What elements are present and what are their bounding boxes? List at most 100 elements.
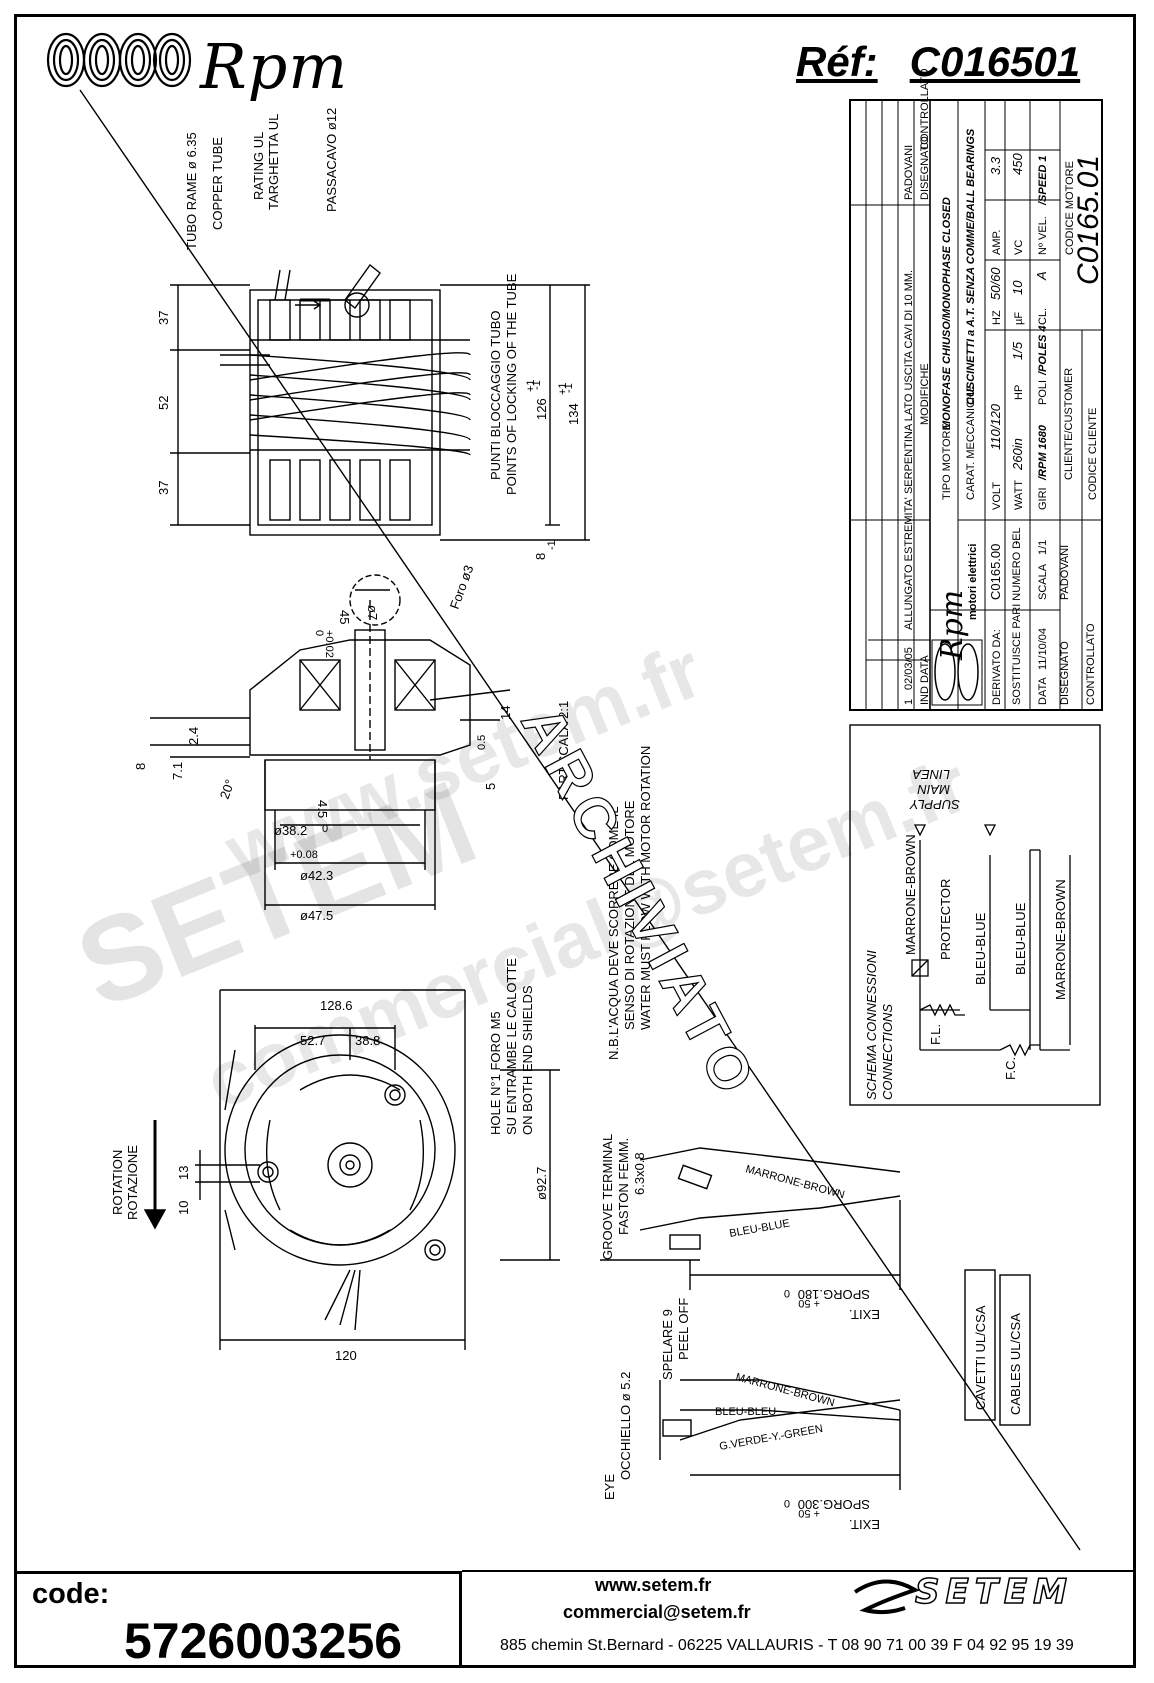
brand-name: Rpm [200, 30, 349, 103]
hz: 50/60 [988, 267, 1003, 300]
volt: 110/120 [988, 403, 1003, 450]
copper-tube-en-label: COPPER TUBE [210, 137, 225, 230]
dim-126: 126 [534, 398, 549, 420]
dim-382: ø38.2 [274, 823, 307, 838]
rev-modifiche-header: MODIFICHE [919, 363, 931, 425]
hole-label-2: SU ENTRAMBE LE CALOTTE [504, 958, 519, 1135]
rev-disegnato-header: DISEGNATO [919, 136, 931, 200]
motor-side-view [170, 263, 590, 541]
faston-wires [600, 1147, 901, 1490]
eye-2: OCCHIELLO ø 5.2 [618, 1372, 633, 1480]
giri-label: GIRI [1037, 487, 1049, 510]
dim-126-tol-b: -1 [531, 380, 543, 390]
rotazione-label: ROTAZIONE [125, 1145, 140, 1220]
page-frame [14, 14, 1136, 1668]
schema-linea: LINEA [912, 767, 950, 782]
reference-label: Réf: [796, 38, 878, 85]
footer-email[interactable]: commercial@setem.fr [563, 1602, 751, 1622]
schema-main: MAIN [917, 782, 950, 797]
eye-bleu: BLEU-BLEU [715, 1406, 776, 1418]
hp: 1/5 [1010, 341, 1025, 360]
cavetti-label: CAVETTI UL/CSA [973, 1305, 988, 1410]
dim-126-tol-a: +1 [525, 379, 537, 392]
rev1-text: ALLUNGATO ESTREMITA' SERPENTINA LATO USC… [903, 270, 915, 630]
hp-label: HP [1013, 385, 1025, 400]
cancel-diagonal-line [79, 89, 1081, 1551]
footer-address: 885 chemin St.Bernard - 06225 VALLAURIS … [500, 1637, 1074, 1654]
dim-423: ø42.3 [300, 868, 333, 883]
dim-37b: 37 [156, 481, 171, 495]
motor-front-view [143, 989, 560, 1350]
code-label: code: [32, 1578, 110, 1610]
poli-label: POLI [1037, 380, 1049, 405]
dim-45: 45 [337, 610, 352, 624]
faston-bleu: BLEU-BLUE [728, 1218, 790, 1240]
code-value: 5726003256 [124, 1613, 403, 1669]
nb-label: N.B.: [606, 1031, 621, 1060]
rev-ind-header: IND [919, 686, 931, 705]
groove-2: FASTON FEMM. [616, 1138, 631, 1235]
dim-134-tol-a: +1 [557, 382, 569, 395]
amp-label: AMP. [991, 230, 1003, 255]
rev-controllato-header: CONTROLLATO [919, 68, 931, 150]
schema-protector: PROTECTOR [938, 879, 953, 960]
disegnato: PADOVANI [1059, 545, 1071, 600]
schema-title-2: CONNECTIONS [880, 1004, 895, 1100]
dim-8b: 8 [133, 763, 148, 770]
hole-label-3: ON BOTH END SHIELDS [520, 985, 535, 1135]
dim-388: 38.8 [355, 1033, 380, 1048]
cables-boxes: CAVETTI UL/CSA CABLES UL/CSA [964, 1269, 1031, 1426]
vel: /SPEED 1 [1037, 155, 1049, 206]
tipo-motore-label: TIPO MOTORE [941, 423, 953, 500]
connection-schema: SCHEMA CONNESSIONI CONNECTIONS LINEA MAI… [849, 724, 1101, 1106]
tipo-motore: MONOFASE CHIUSO/MONOPHASE CLOSED [941, 197, 953, 430]
schema-marrone-2: MARRONE-BROWN [1053, 879, 1068, 1000]
dim-24: 2.4 [186, 727, 201, 745]
codice-cliente-label: CODICE CLIENTE [1087, 408, 1099, 500]
reference-number: Réf:C016501 [796, 38, 1112, 86]
setem-swoosh-icon [853, 1579, 920, 1615]
derivato: C0165.00 [988, 544, 1003, 600]
cliente-label: CLIENTE/CUSTOMER [1063, 368, 1075, 480]
amp: 3.3 [988, 156, 1003, 175]
dim-71: 7.1 [170, 762, 185, 780]
scala-label: SCALA [1037, 563, 1049, 600]
nb-line-2: SENSO DI ROTAZIONE DEL MOTORE [622, 800, 637, 1030]
title-company-sub: motori elettrici [967, 544, 979, 620]
dim-8-top: 8 [533, 553, 548, 560]
dim-45b: 4.5 [315, 800, 330, 818]
groove-1: GROOVE TERMINAL [600, 1134, 615, 1260]
punti-label: PUNTI BLOCCAGGIO TUBO [488, 310, 503, 480]
exit-2: EXIT. [849, 1517, 880, 1532]
part-scala-label: PART.SCALA 2:1 [556, 701, 571, 800]
rev-date-header: DATA [919, 655, 931, 683]
dim-1286: 128.6 [320, 998, 353, 1013]
sporg-300-tol: + 50 [798, 1507, 820, 1519]
sporg-180-tol0: 0 [784, 1287, 790, 1299]
sostituisce-label: SOSTITUISCE PARI NUMERO DEL [1011, 527, 1023, 705]
groove-3: 6.3x0.8 [632, 1152, 647, 1195]
passacavo-label: PASSACAVO ø12 [324, 108, 339, 212]
cables-label: CABLES UL/CSA [1008, 1313, 1023, 1415]
code-box: code: 5726003256 [14, 1571, 462, 1669]
dim-134-tol-b: -1 [563, 383, 575, 393]
scala: 1/1 [1037, 540, 1049, 555]
uf-label: µF [1013, 312, 1025, 325]
faston-labels: GROOVE TERMINAL FASTON FEMM. 6.3x0.8 MAR… [600, 1134, 880, 1532]
title-block: IND DATA MODIFICHE DISEGNATO CONTROLLATO… [849, 68, 1105, 711]
spelare-label: SPELARE 9 [660, 1309, 675, 1380]
dim-20: 20° [217, 777, 238, 801]
sporg-180: SPORG.180 [798, 1287, 870, 1302]
data: 11/10/04 [1037, 628, 1049, 670]
dim-5: 5 [483, 783, 498, 790]
footer-url[interactable]: www.setem.fr [595, 1575, 712, 1595]
schema-marrone-1: MARRONE-BROWN [903, 834, 918, 955]
schema-fc: F.C. [1003, 1057, 1018, 1080]
dim-927: ø92.7 [534, 1167, 549, 1200]
nb-line-1: L'ACQUA DEVE SCORRERE COME IL [606, 806, 621, 1035]
giri: /RPM 1680 [1037, 424, 1049, 481]
tol-002: +0.02 [323, 630, 335, 658]
schema-bleu-2: BLEU-BLUE [1013, 902, 1028, 975]
title-logo-icon [931, 639, 983, 706]
